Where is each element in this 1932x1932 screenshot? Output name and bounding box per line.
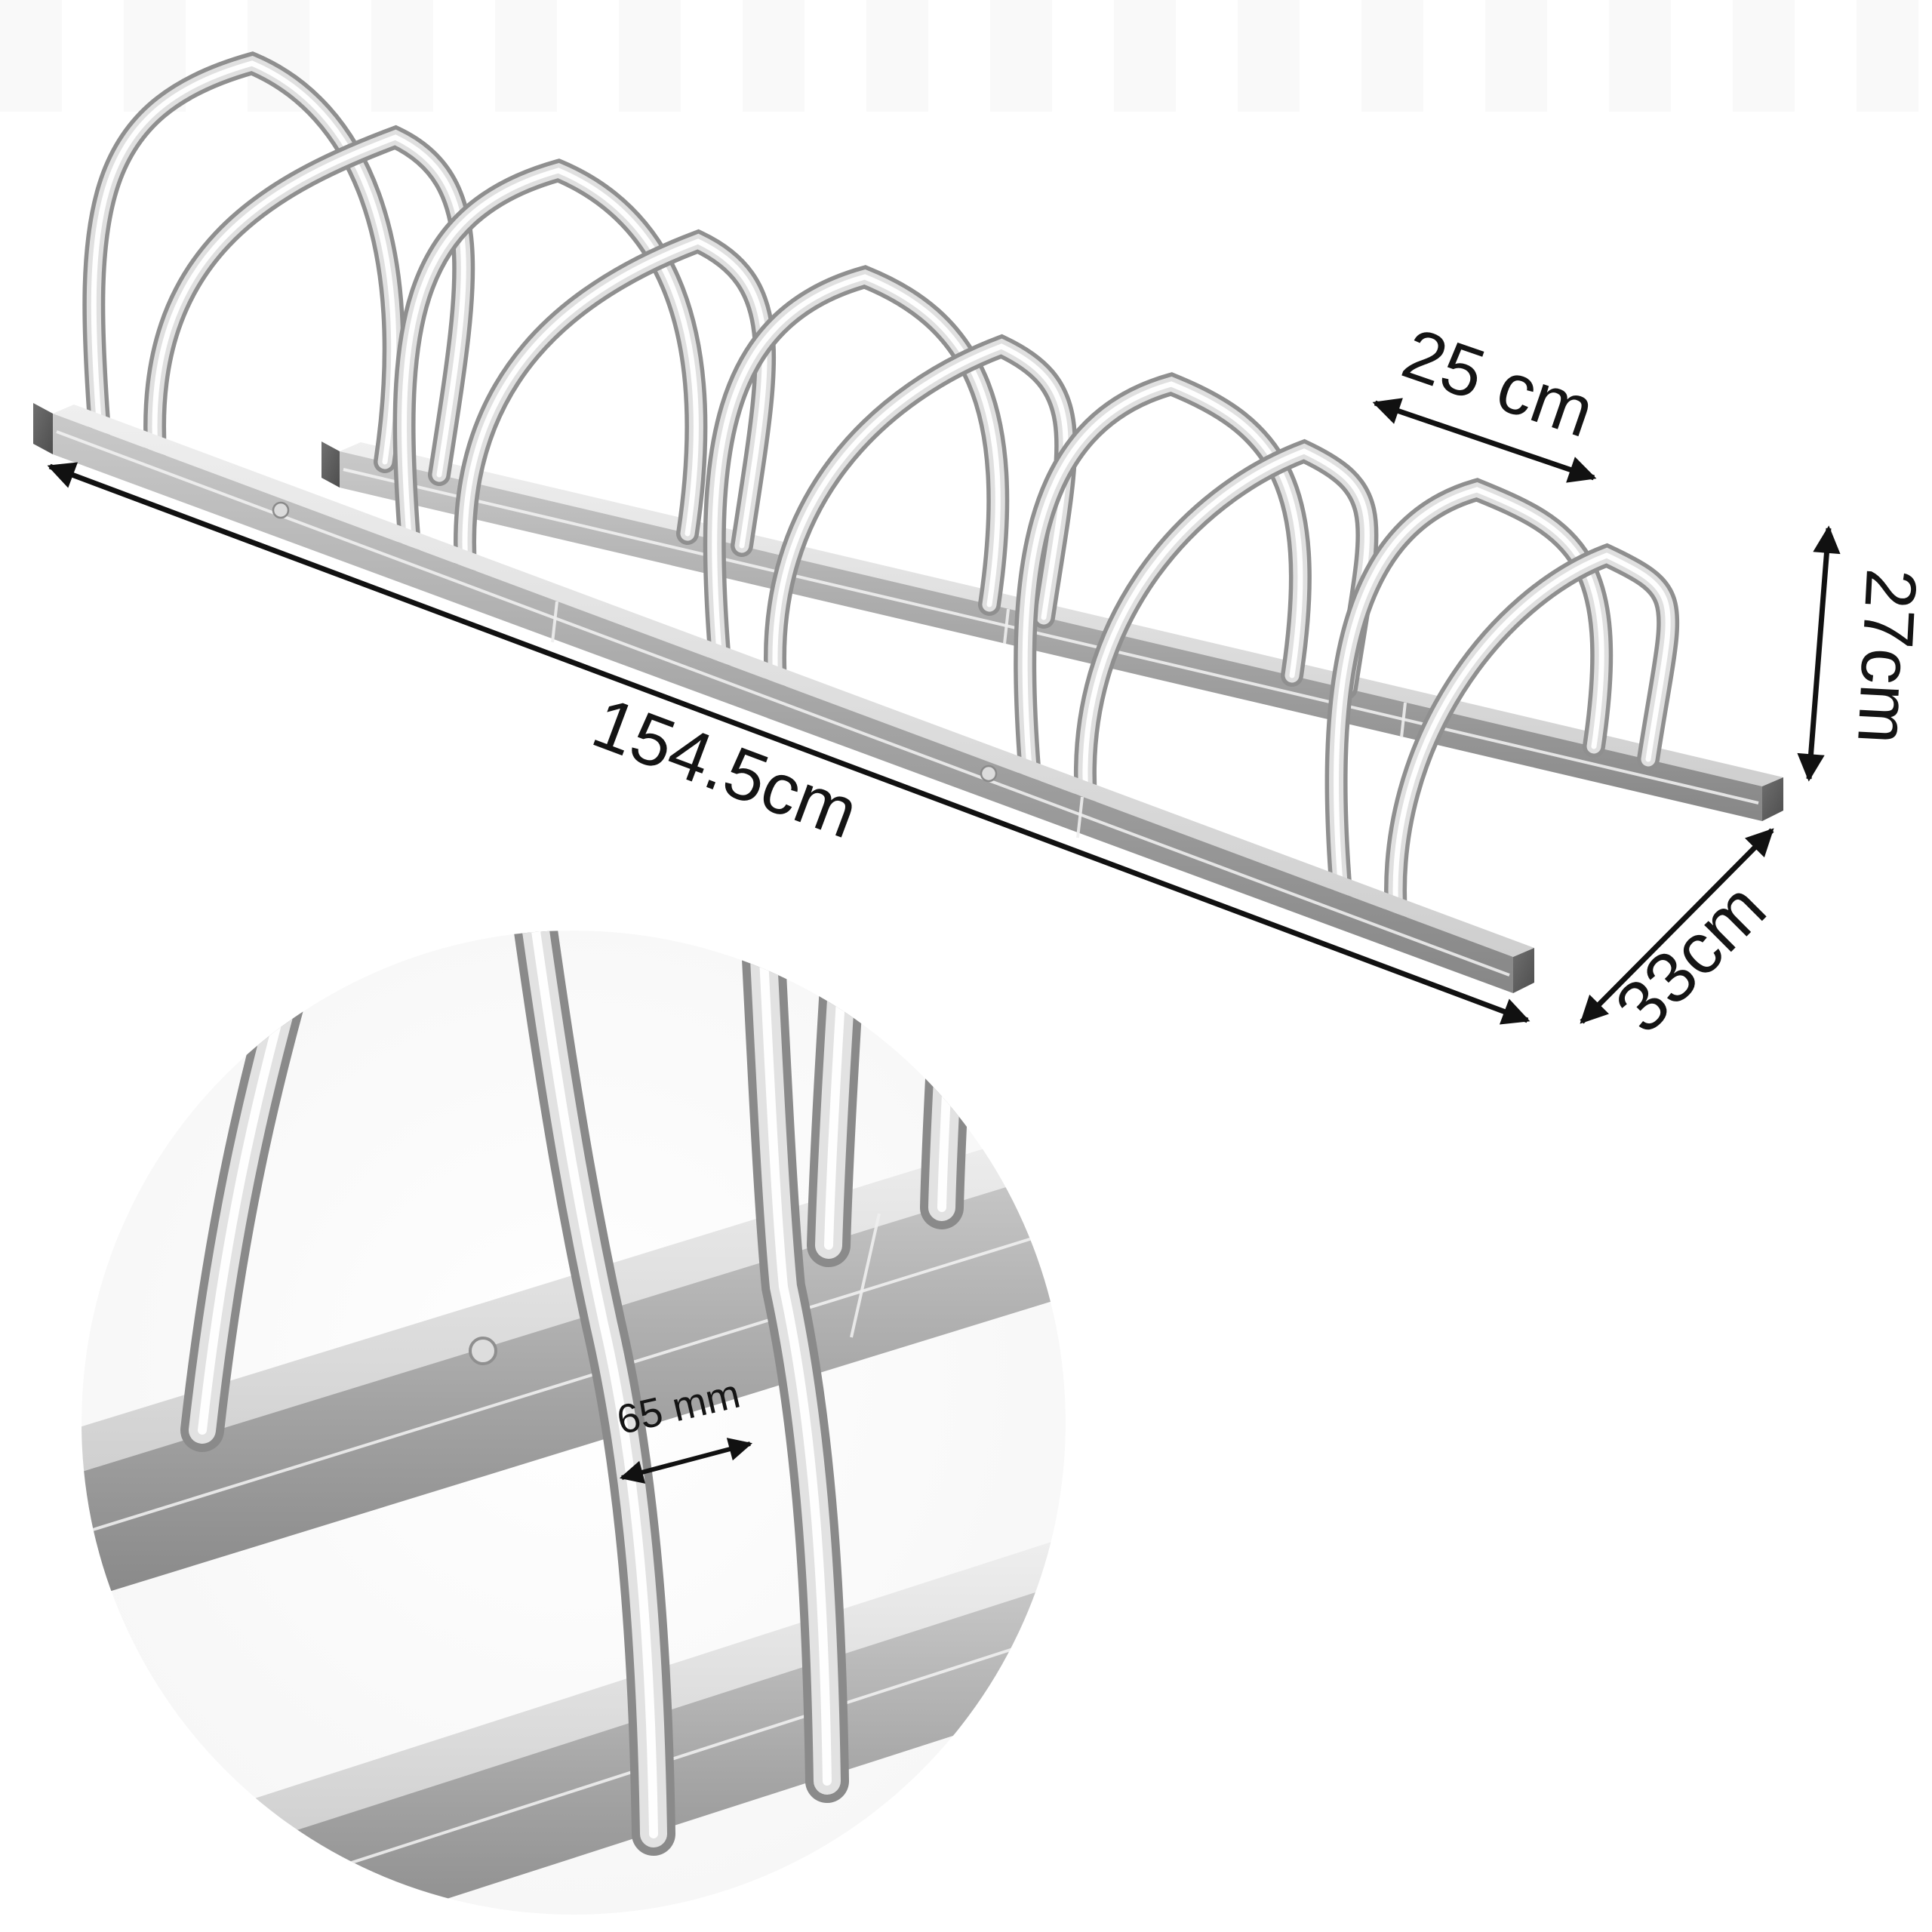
hoop-spacing-label: 25 cm [1393,314,1604,453]
height-label: 27cm [1842,567,1931,746]
height-arrow [1797,525,1841,782]
detail-view: 65 mm [82,931,1066,1915]
dimension-hoop-spacing: 25 cm [1372,314,1604,483]
depth-arrow [1580,828,1774,1024]
tube-gap-arrow [619,1438,753,1484]
hoop-pair-4 [1025,384,1367,798]
screw [469,1337,497,1365]
length-arrow [47,462,1531,1025]
screw [272,501,290,519]
screw [980,764,998,783]
hoop-spacing-arrow [1372,398,1597,483]
dimension-depth: 33cm [1580,828,1781,1048]
dimension-height: 27cm [1797,525,1931,782]
background-stripes [0,0,1932,112]
depth-label: 33cm [1601,868,1781,1048]
rack-overview: 154.5cm 25 cm 27cm 33cm [33,63,1931,1048]
